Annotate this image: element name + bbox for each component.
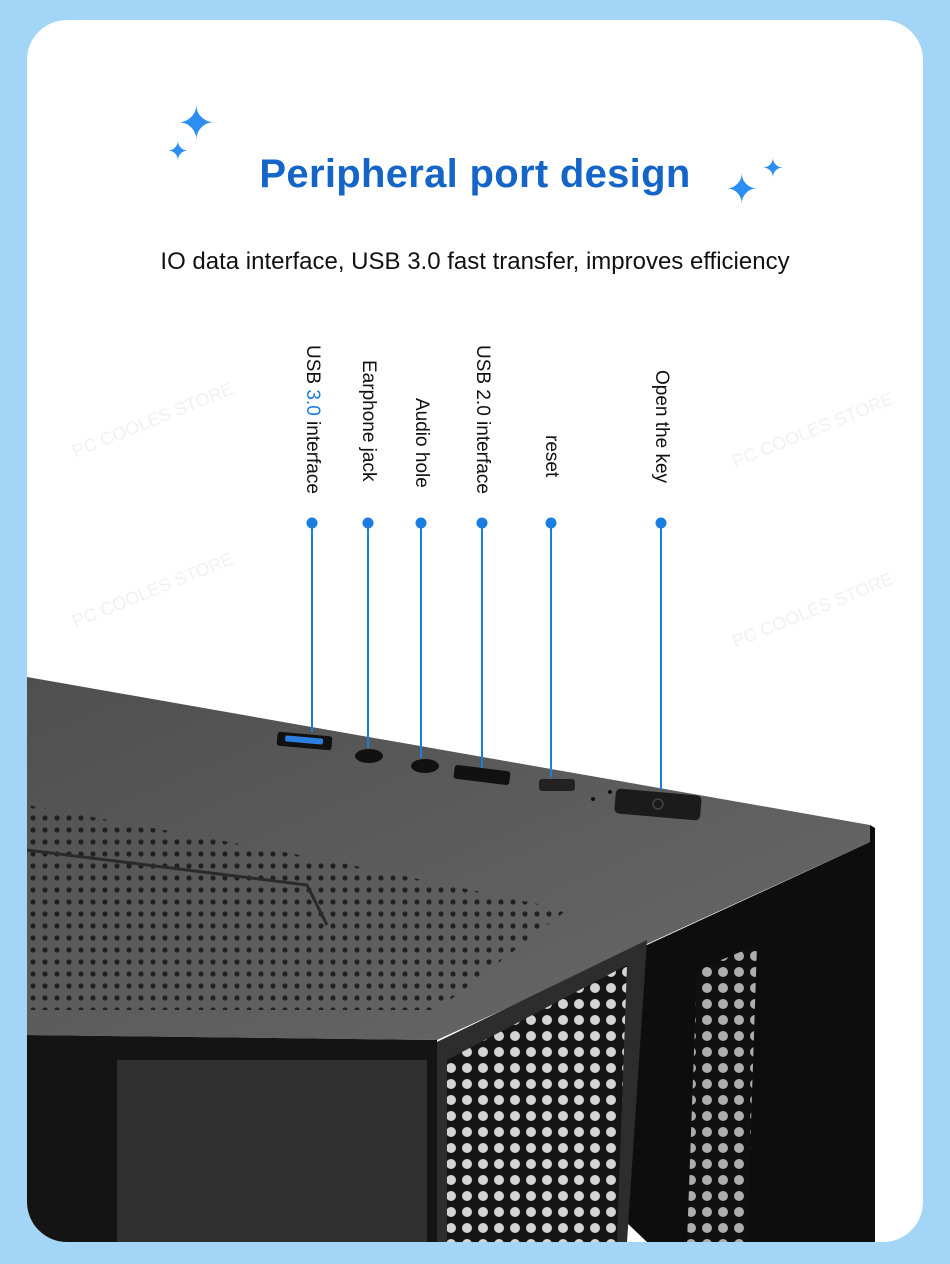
- port-label-earphone: Earphone jack: [358, 360, 379, 482]
- port-label-audio: Audio hole: [411, 398, 432, 488]
- port-label-power: Open the key: [651, 370, 672, 484]
- page-title: Peripheral port design: [259, 152, 691, 196]
- label-text: USB: [302, 345, 323, 390]
- product-card: ✦ ✦ ✦ ✦ Peripheral port design IO data i…: [27, 20, 923, 1242]
- sparkle-icon: ✦: [762, 153, 784, 183]
- usb-version-highlight: 3.0: [302, 389, 323, 416]
- sparkle-icon: ✦: [167, 136, 189, 166]
- port-label-reset: reset: [541, 435, 562, 478]
- port-label-usb3: USB 3.0 interface: [301, 345, 323, 494]
- sparkle-icon: ✦: [725, 168, 759, 212]
- pc-case-image: [27, 517, 875, 1242]
- label-text: interface: [302, 415, 323, 494]
- sparkle-icon: ✦: [177, 97, 216, 149]
- page-subtitle: IO data interface, USB 3.0 fast transfer…: [160, 248, 790, 275]
- port-label-usb2: USB 2.0 interface: [472, 345, 493, 494]
